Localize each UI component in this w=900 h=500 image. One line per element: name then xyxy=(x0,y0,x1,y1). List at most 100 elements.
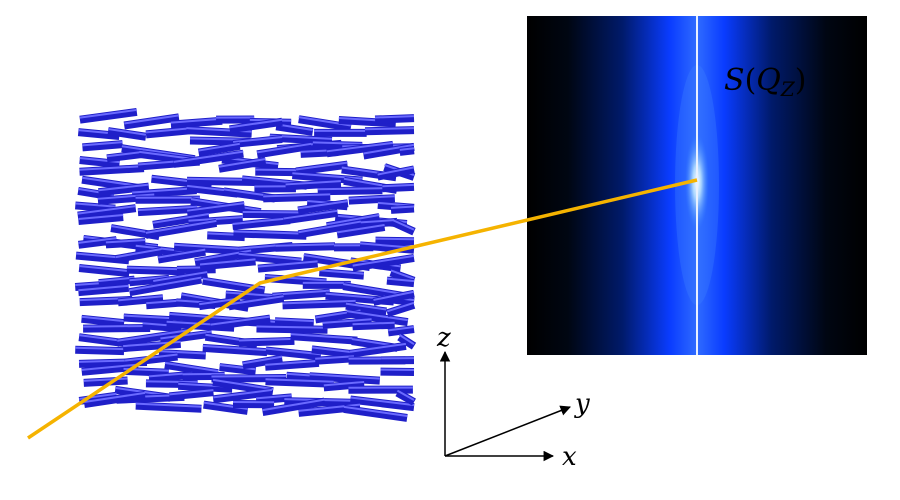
rod xyxy=(275,122,314,136)
rod-highlight xyxy=(295,161,348,171)
rod xyxy=(285,179,342,191)
rod xyxy=(386,300,416,318)
rod-highlight xyxy=(262,398,325,412)
rod-highlight xyxy=(145,219,217,234)
rod-highlight xyxy=(386,301,415,313)
rod xyxy=(391,218,416,236)
rod xyxy=(297,199,349,215)
rod-highlight xyxy=(78,284,129,292)
rod-highlight xyxy=(106,150,143,158)
rod xyxy=(186,201,245,217)
rod-highlight xyxy=(390,269,415,280)
rod-highlight xyxy=(256,325,328,329)
rod xyxy=(352,253,415,272)
rod-highlight xyxy=(98,183,149,192)
rod xyxy=(202,343,268,357)
rod-highlight xyxy=(83,377,128,382)
rod-highlight xyxy=(388,326,415,332)
y-axis-label: y xyxy=(574,389,590,419)
rod xyxy=(336,223,386,239)
rod-highlight xyxy=(398,334,415,346)
rod xyxy=(83,323,151,333)
rod-highlight xyxy=(265,359,319,366)
rod xyxy=(345,301,387,316)
rod-highlight xyxy=(77,205,136,215)
rod xyxy=(274,317,314,328)
rod xyxy=(387,325,415,337)
rod-highlight xyxy=(174,243,245,251)
rod xyxy=(170,116,223,129)
rod xyxy=(83,376,128,387)
rod-highlight xyxy=(298,220,362,234)
rod xyxy=(123,113,180,130)
rod xyxy=(399,146,415,156)
rod xyxy=(229,117,283,134)
rod xyxy=(372,289,415,306)
rod xyxy=(295,160,349,176)
rod-highlight xyxy=(169,312,241,321)
rod-highlight xyxy=(317,187,383,191)
rod-highlight xyxy=(350,396,415,407)
rod xyxy=(79,156,120,169)
rod xyxy=(158,349,206,360)
rod-highlight xyxy=(152,212,210,224)
rod-highlight xyxy=(290,333,358,340)
rod xyxy=(98,182,150,197)
rod xyxy=(256,141,312,159)
rod xyxy=(106,149,144,163)
rod-highlight xyxy=(312,141,363,145)
rod xyxy=(326,140,394,158)
rod-highlight xyxy=(263,193,331,198)
rod-highlight xyxy=(132,187,197,194)
rod xyxy=(275,242,336,252)
rod xyxy=(375,236,415,246)
rod xyxy=(297,219,362,239)
x-axis-label: x xyxy=(562,442,577,472)
rod-highlight xyxy=(375,237,415,241)
rod-highlight xyxy=(123,314,173,320)
rod xyxy=(82,140,123,152)
rod xyxy=(128,275,203,297)
rod-highlight xyxy=(375,115,415,119)
rod xyxy=(212,387,273,404)
rod xyxy=(218,157,267,173)
rod-highlight xyxy=(319,269,364,275)
rod-highlight xyxy=(82,141,123,147)
rod xyxy=(79,164,145,176)
rod xyxy=(123,313,174,325)
rod-highlight xyxy=(199,258,256,266)
rod-highlight xyxy=(349,342,407,353)
rod xyxy=(203,400,249,415)
rod-highlight xyxy=(218,158,266,168)
rod-highlight xyxy=(225,291,275,297)
rod-highlight xyxy=(272,289,330,296)
rod-highlight xyxy=(315,355,355,360)
rod xyxy=(78,213,124,226)
rod-highlight xyxy=(386,277,415,283)
coordinate-axes: z y x xyxy=(436,323,590,472)
rod-highlight xyxy=(348,195,395,200)
rod xyxy=(152,270,208,287)
rod xyxy=(290,332,358,345)
rod xyxy=(78,263,130,278)
rod xyxy=(77,186,115,201)
rod xyxy=(77,204,137,220)
rod xyxy=(164,360,219,378)
rod xyxy=(115,247,163,264)
rod-highlight xyxy=(79,264,130,273)
rod xyxy=(282,208,339,225)
rod-highlight xyxy=(115,248,162,259)
rod xyxy=(265,346,322,361)
rod-highlight xyxy=(75,346,125,351)
rod-highlight xyxy=(256,394,292,400)
rod-highlight xyxy=(399,147,415,151)
z-axis-label: z xyxy=(436,323,451,353)
rod-highlight xyxy=(390,205,415,209)
rod xyxy=(256,324,328,334)
rod xyxy=(173,149,244,168)
rod-highlight xyxy=(78,214,124,221)
rod xyxy=(390,204,415,214)
rod-highlight xyxy=(202,344,268,352)
rod xyxy=(232,135,283,148)
rod-highlight xyxy=(283,209,338,220)
